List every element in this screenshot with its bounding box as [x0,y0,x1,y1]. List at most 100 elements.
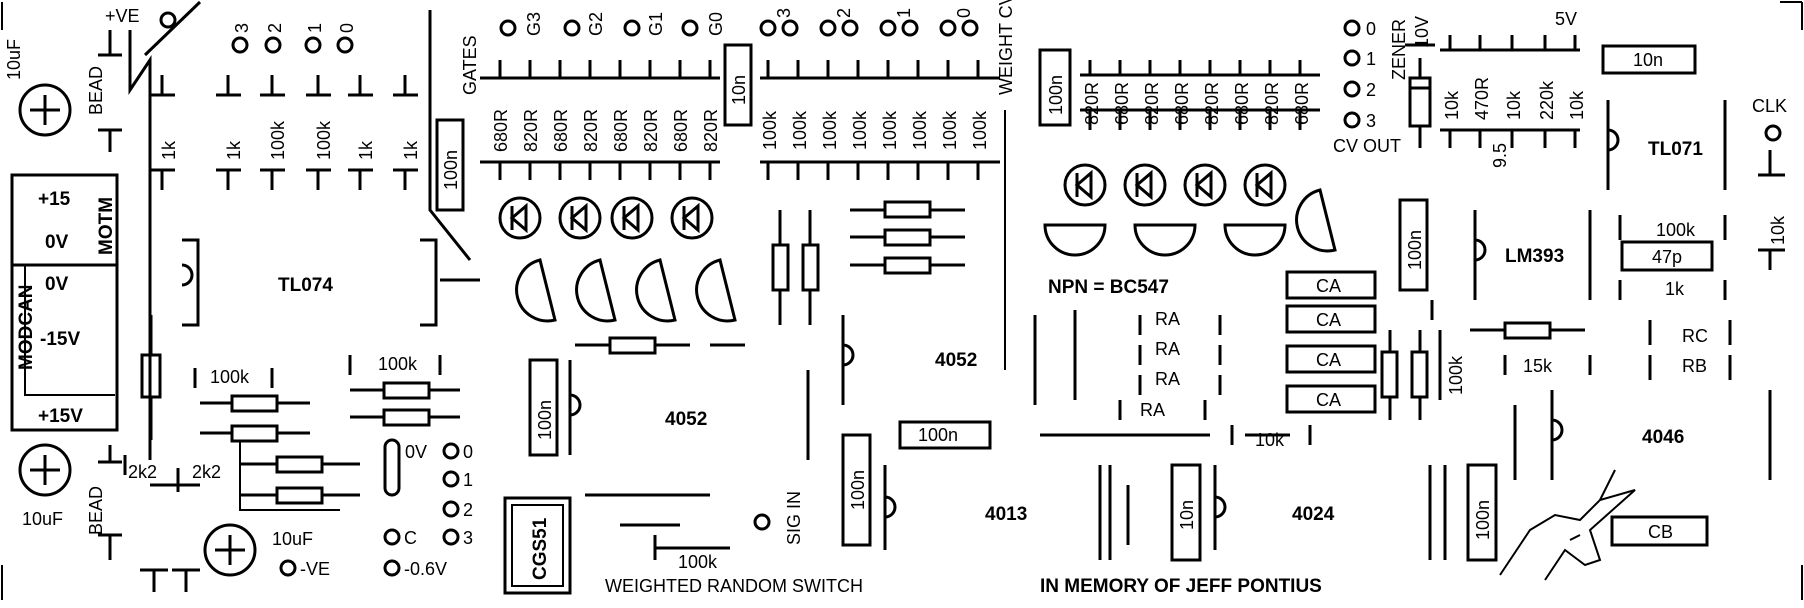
pad-out-0[interactable] [442,442,460,460]
res-100k-timing: 100k [1656,220,1696,240]
gate-res-6: 820R [641,109,661,152]
power-section: 10uF BEAD +15 0V MOTM 0V MODCAN -15V +15… [4,30,313,592]
zener-res-2: 470R [1472,77,1492,120]
pad-out-0-label: 0 [463,442,473,462]
weight-pad-0b[interactable] [961,19,979,37]
cap-10uf-bottom [18,443,72,497]
pad-minus-ve[interactable] [279,559,297,577]
weight-pad-3a[interactable] [759,19,777,37]
cv-out-section: 100n 820R 680R 820R 680R 820R 680R 820R … [1038,19,1401,298]
weight-pad-1a[interactable] [879,19,897,37]
pad-c[interactable] [383,528,401,546]
gates-section: GATES G3 G2 G1 G0 680R 820R 680R 820R 68… [435,12,753,323]
ca-4-label: CA [1316,390,1341,410]
gate-pad-g1[interactable] [623,19,641,37]
res-rb: RB [1682,356,1707,376]
ca-4 [1285,384,1377,414]
gate-g1-label: G1 [646,12,666,36]
hdr-motm: MOTM [96,197,117,255]
cap-47p [1620,240,1714,272]
dedication: IN MEMORY OF JEFF PONTIUS [1040,576,1322,597]
pad-c-label: C [404,528,417,548]
cap-10n-topright [1601,44,1697,75]
cap-cb [1610,515,1709,547]
top-pad-0[interactable] [336,36,354,54]
cap-100n-lm393 [1398,198,1429,292]
cv-pad-1[interactable] [1343,49,1361,67]
top-pad-0-label: 0 [337,23,357,33]
weight-pad-1b[interactable] [901,19,919,37]
res-100k-b: 100k [378,354,418,374]
weight-res-4: 100k [850,110,870,150]
pad-out-3[interactable] [442,528,460,546]
row-res-3: 100k [268,120,288,160]
weight-pad-2a[interactable] [819,19,837,37]
ic-4052b-label: 4052 [935,350,977,371]
gate-pad-g3[interactable] [499,19,517,37]
ca-3 [1285,344,1377,374]
ic-4052a-label: 4052 [665,409,707,430]
gate-g0-label: G0 [706,12,726,36]
weight-3-label: 3 [774,8,794,18]
res-15k: 15k [1523,356,1553,376]
res-2k2-a: 2k2 [128,462,157,482]
weight-res-5: 100k [880,110,900,150]
cap-100n-gates [435,118,465,212]
top-pad-3[interactable] [231,36,249,54]
cap-100n-horiz [898,420,992,450]
cap-100n-cv-label: 100n [1046,75,1066,115]
top-pad-3-label: 3 [232,23,252,33]
gate-pad-g2[interactable] [563,19,581,37]
ic-cgs51 [503,496,572,595]
gate-res-8: 820R [701,109,721,152]
sig-in-pad[interactable] [753,513,771,531]
pad-minus-06-label: -0.6V [404,559,447,579]
weight-res-6: 100k [910,110,930,150]
cap-100n-br-label: 100n [1473,500,1493,540]
weight-res-1: 100k [760,110,780,150]
gate-res-5: 680R [611,109,631,152]
pad-out-1[interactable] [442,470,460,488]
row-res-4: 100k [314,120,334,160]
gate-res-1: 680R [491,109,511,152]
hdr-m15: -15V [40,329,80,350]
cap-100n-4013 [841,433,872,547]
cv-pad-3[interactable] [1343,111,1361,129]
top-pad-2[interactable] [264,36,282,54]
plus-ve-pad[interactable] [159,11,177,29]
cap-10n-gates [723,43,753,127]
gate-res-2: 820R [521,109,541,152]
res-10k-mid: 10k [1255,430,1285,450]
cv-pad-0[interactable] [1343,19,1361,37]
pad-minus-06[interactable] [383,559,401,577]
weight-pad-3b[interactable] [781,19,799,37]
zener-res-4: 220k [1537,80,1557,120]
gate-res-7: 680R [671,109,691,152]
top-pad-1[interactable] [304,36,322,54]
cap-10uf-ve [203,523,257,577]
ic-cgs51-label: CGS51 [530,517,551,580]
ic-tl071: TL071 CLK 10k [1606,96,1788,270]
clk-pad[interactable] [1764,124,1782,142]
gate-pad-g0[interactable] [681,19,699,37]
led-row-gates [498,196,714,240]
res-100k-bottom: 100k [678,552,718,572]
cap-10uf-bottom-label: 10uF [22,509,63,529]
hdr-0v-a: 0V [45,232,69,253]
weight-pad-0a[interactable] [939,19,957,37]
cv-pad-2-label: 2 [1366,80,1376,100]
ra-4: RA [1140,400,1165,420]
weight-pad-2b[interactable] [841,19,859,37]
bead-top-label: BEAD [86,66,106,115]
res-2k2-b: 2k2 [192,462,221,482]
cv-pad-2[interactable] [1343,80,1361,98]
pad-out-2[interactable] [442,500,460,518]
weight-0-label: 0 [954,8,974,18]
ic-lm393: 100n LM393 [1398,198,1592,320]
row-res-1: 1k [159,140,179,160]
hdr-p15-top: +15 [38,189,71,210]
res-rc: RC [1682,326,1708,346]
led-row-cv [1063,163,1287,207]
ca-1 [1285,270,1377,300]
cap-cb-label: CB [1648,522,1673,542]
